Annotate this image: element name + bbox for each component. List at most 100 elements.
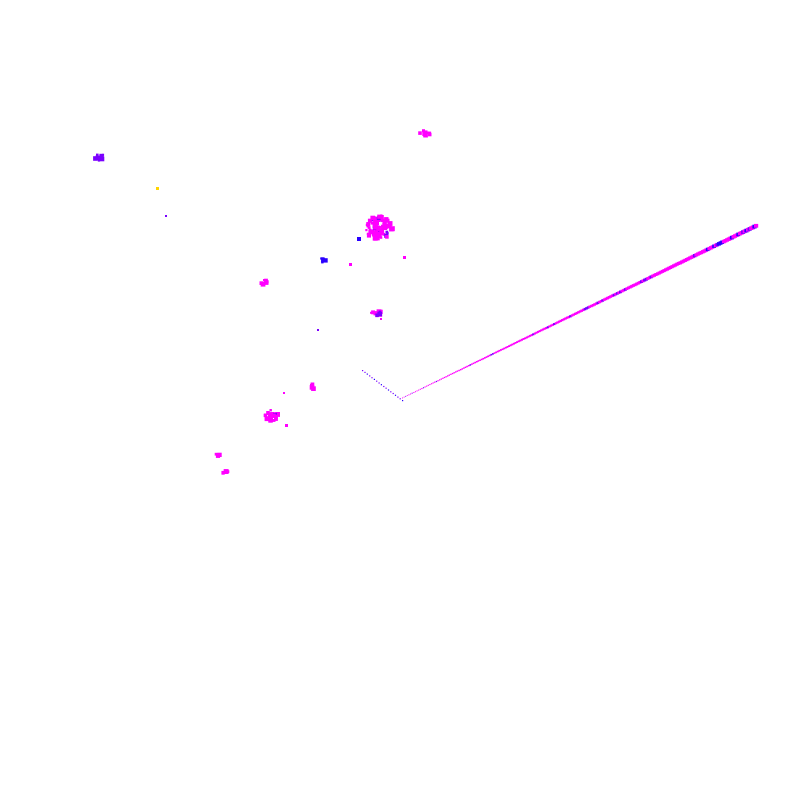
streak-point [540, 329, 543, 332]
streak-point [490, 353, 493, 356]
cluster-large-point [374, 217, 379, 222]
streak-point [424, 386, 426, 388]
streak-point [551, 323, 554, 326]
streak-point [437, 380, 439, 382]
cluster-small-e-point [214, 452, 218, 456]
streak-point [601, 299, 605, 302]
isolated-point [283, 392, 285, 394]
origin-trail-point [387, 389, 390, 391]
cluster-small-b-point [221, 472, 224, 475]
streak-point [496, 350, 499, 353]
cluster-large-point [370, 215, 375, 221]
streak-point [567, 315, 571, 319]
streak-point [622, 288, 626, 292]
streak-point [451, 372, 454, 375]
streak-point [509, 344, 512, 347]
streak-point [617, 291, 621, 294]
streak-point [602, 298, 606, 301]
isolated-point [317, 329, 319, 331]
cluster-large-point [374, 235, 380, 241]
streak-point [464, 366, 467, 368]
streak-point [754, 223, 759, 228]
streak-point [538, 330, 541, 333]
streak-point [517, 340, 520, 343]
streak-point [559, 319, 562, 322]
streak-point [599, 300, 603, 303]
cluster-top-point [418, 131, 422, 135]
streak-point [564, 317, 567, 320]
cluster-mid-point [371, 310, 375, 315]
cluster-large-point [367, 226, 371, 229]
streak-point [569, 315, 572, 318]
cluster-mid-point [377, 311, 383, 317]
streak-point [533, 332, 536, 335]
streak-point [553, 323, 556, 326]
streak-point [477, 360, 480, 362]
streak-point [628, 285, 632, 289]
streak-point [537, 330, 540, 333]
streak-point [607, 296, 611, 299]
streak-point [541, 328, 545, 331]
streak-point [422, 387, 425, 389]
streak-point [590, 304, 593, 308]
streak-point [543, 327, 546, 330]
streak-point [443, 376, 446, 379]
streak-point [546, 326, 549, 329]
isolated-point [357, 237, 361, 241]
streak-point [535, 331, 538, 334]
cluster-top-point [426, 131, 430, 134]
streak-point [530, 334, 533, 337]
cluster-large-point [385, 223, 389, 228]
cluster-left-point [270, 412, 274, 416]
streak-point [591, 304, 595, 307]
streak-point [445, 376, 447, 378]
cluster-large-point [373, 221, 378, 226]
cluster-small-c-point [323, 258, 328, 263]
streak-point [410, 393, 412, 395]
streak-point [620, 289, 624, 293]
streak-point [472, 362, 475, 365]
cluster-large-point [377, 232, 382, 238]
streak-point [479, 359, 481, 361]
cluster-left-point [269, 409, 272, 412]
origin-trail-point [380, 384, 382, 386]
cluster-large-point [366, 222, 371, 227]
streak-point [606, 296, 609, 300]
streak-point [493, 352, 496, 354]
isolated-point [165, 215, 167, 217]
streak-point [487, 355, 489, 358]
cluster-large-point [384, 217, 389, 222]
streak-point [525, 336, 528, 339]
origin-trail-point [371, 377, 373, 379]
cluster-small-a-point [263, 279, 265, 281]
streak-point [654, 273, 658, 276]
cluster-left-point [266, 411, 270, 415]
streak-point [414, 391, 416, 393]
streak-point [448, 374, 450, 376]
streak-point [469, 364, 472, 366]
cluster-top-point [422, 129, 425, 133]
streak-point [529, 334, 532, 337]
streak-point [411, 392, 413, 394]
cluster-small-b-point [223, 469, 227, 473]
cluster-top-left-point [93, 156, 98, 161]
streak-point [574, 312, 577, 315]
cluster-left-point [271, 413, 276, 418]
streak-point [440, 378, 442, 380]
cluster-large-point [373, 216, 376, 219]
streak-point [520, 338, 523, 341]
cluster-small-a-point [259, 281, 264, 285]
cluster-left-point [267, 413, 273, 418]
streak-point [406, 395, 408, 396]
cluster-left-point [274, 417, 278, 421]
streak-point [643, 278, 647, 282]
streak-point [450, 373, 452, 375]
cluster-small-a-point [263, 280, 269, 285]
cluster-mid-point [373, 311, 378, 316]
cluster-top-point [428, 131, 432, 134]
streak-point [467, 365, 470, 367]
cluster-left-point [265, 416, 271, 421]
origin-trail-point [383, 385, 385, 388]
cluster-large-point [369, 220, 372, 223]
